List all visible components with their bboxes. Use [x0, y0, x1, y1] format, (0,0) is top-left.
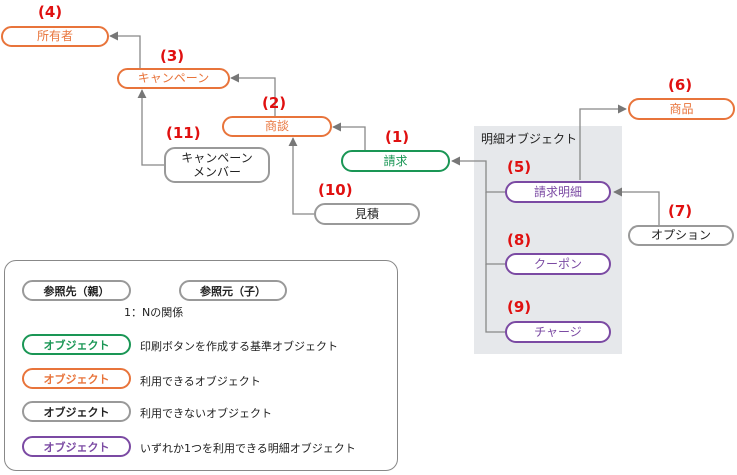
legend-chip-orange: オブジェクト — [22, 368, 131, 389]
number-charge: (9) — [507, 298, 532, 316]
legend-ref-child: 参照元（子） — [179, 280, 287, 301]
connector-member-campaign — [137, 89, 164, 166]
node-invoice: 請求 — [341, 150, 450, 172]
number-campaign: (3) — [160, 47, 185, 65]
legend-purple-desc: いずれか1つを利用できる明細オブジェクト — [140, 442, 356, 455]
number-invoice: (1) — [385, 128, 410, 146]
connector-option-detail — [613, 187, 660, 225]
legend-orange-desc: 利用できるオブジェクト — [140, 375, 261, 388]
number-product: (6) — [668, 76, 693, 94]
node-invoice-detail: 請求明細 — [505, 181, 611, 203]
connector-coupon-bus — [485, 192, 505, 265]
node-charge: チャージ — [505, 321, 611, 343]
legend-chip-gray: オブジェクト — [22, 401, 131, 422]
number-owner: (4) — [38, 3, 63, 21]
connector-details-invoice — [451, 156, 505, 193]
connector-quote-opportunity — [288, 137, 314, 215]
node-owner: 所有者 — [1, 26, 109, 47]
detail-group-title: 明細オブジェクト — [481, 132, 578, 146]
number-opportunity: (2) — [262, 94, 287, 112]
number-invoice-detail: (5) — [507, 158, 532, 176]
node-quote: 見積 — [314, 203, 420, 225]
node-campaign: キャンペーン — [117, 68, 230, 89]
connector-detail-product — [579, 104, 627, 180]
node-product: 商品 — [628, 98, 735, 120]
legend-green-desc: 印刷ボタンを作成する基準オブジェクト — [140, 340, 338, 353]
detail-object-group — [474, 126, 622, 354]
node-option: オプション — [628, 225, 734, 246]
connector-opportunity-campaign — [230, 73, 276, 117]
connector-charge-bus — [485, 264, 505, 333]
number-quote: (10) — [318, 181, 353, 199]
legend-relation-label: 1：Nの関係 — [124, 306, 184, 319]
node-coupon: クーポン — [505, 253, 611, 275]
legend-chip-green: オブジェクト — [22, 334, 131, 355]
legend-chip-purple: オブジェクト — [22, 436, 131, 457]
node-campaign-member: キャンペーン メンバー — [164, 147, 270, 183]
connector-invoice-opportunity — [332, 122, 366, 151]
number-option: (7) — [668, 202, 693, 220]
legend-gray-desc: 利用できないオブジェクト — [140, 407, 272, 420]
connector-campaign-owner — [109, 31, 141, 69]
number-coupon: (8) — [507, 231, 532, 249]
node-opportunity: 商談 — [222, 116, 332, 137]
number-campaign-member: (11) — [166, 124, 201, 142]
legend-ref-parent: 参照先（親） — [22, 280, 131, 301]
